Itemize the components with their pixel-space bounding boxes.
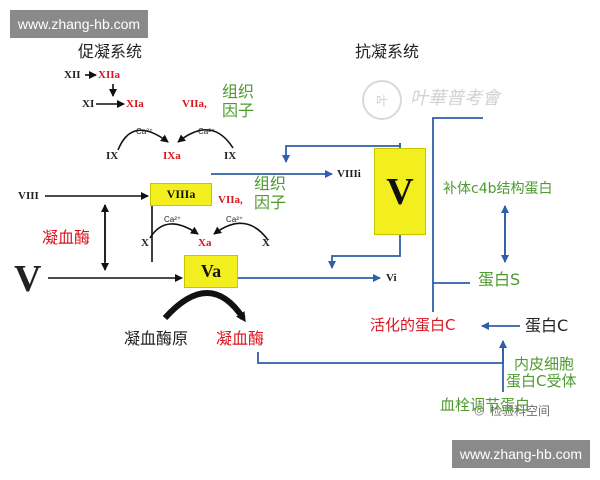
factor-ixa: IXa	[163, 150, 181, 162]
factor-x-left: X	[141, 237, 149, 249]
factor-x-right: X	[262, 237, 270, 249]
tissue-factor-mid-line2: 因子	[254, 193, 287, 212]
epcr-line1: 内皮细胞	[514, 355, 575, 373]
tissue-factor-top-line2: 因子	[222, 101, 255, 120]
factor-viiia: VIIIa	[166, 187, 196, 201]
watermark-bottom-text: www.zhang-hb.com	[459, 446, 583, 462]
factor-ix-right: IX	[224, 150, 237, 162]
factor-xi: XI	[82, 98, 95, 110]
wechat-label: 检验科空间	[490, 404, 551, 418]
factor-viii: VIII	[18, 190, 39, 202]
link-thrombin-tm	[257, 340, 507, 364]
factor-xii: XII	[64, 69, 81, 81]
calcium-right-top: Ca²⁺	[198, 127, 216, 136]
anticoag-title: 抗凝系统	[355, 42, 420, 61]
arc-ix-ixa-right	[177, 129, 234, 149]
arc-x-xa-right	[213, 222, 269, 241]
wechat-icon: ◎	[474, 403, 485, 417]
procoag-arrows	[45, 71, 269, 282]
factor-va: Va	[200, 261, 222, 281]
procoag-title: 促凝系统	[78, 42, 143, 61]
prothrombin-label: 凝血酶原	[124, 329, 189, 348]
calcium-right-mid: Ca²⁺	[226, 215, 244, 224]
factor-v-big: V	[14, 258, 42, 300]
anticoag-arrows	[211, 117, 520, 392]
factor-xia: XIa	[126, 98, 144, 110]
link-v-to-vi	[328, 234, 401, 269]
c4b-binding-protein: 补体c4b结构蛋白	[443, 181, 553, 197]
seal-logo: 叶	[362, 80, 402, 120]
factor-viia-top: VIIa,	[182, 98, 207, 110]
arrow-prothrombin-thrombin	[162, 290, 246, 323]
tissue-factor-mid-line1: 组织	[254, 174, 287, 193]
factor-v-inactive: V	[386, 170, 414, 213]
calcium-left-mid: Ca²⁺	[164, 215, 182, 224]
factor-viiia-box: VIIIa	[150, 183, 212, 206]
logo-text: 叶華普考會	[410, 88, 500, 109]
watermark-top-text: www.zhang-hb.com	[17, 16, 141, 32]
watermark-bottom: www.zhang-hb.com	[452, 440, 590, 468]
watermark-top: www.zhang-hb.com	[10, 10, 148, 38]
factor-viiii: VIIIi	[337, 168, 361, 180]
seal-text: 叶	[375, 93, 388, 108]
tissue-factor-top-line1: 组织	[222, 82, 255, 101]
protein-s: 蛋白S	[478, 270, 521, 289]
factor-va-box: Va	[184, 255, 238, 288]
factor-xa: Xa	[198, 237, 212, 249]
factor-viia-mid: VIIa,	[218, 194, 243, 206]
factor-ix-left: IX	[106, 150, 119, 162]
arc-ix-ixa-left	[117, 129, 169, 151]
factor-v-box: V	[374, 148, 426, 235]
calcium-left-top: Ca²⁺	[136, 127, 154, 136]
arc-x-xa-left	[149, 223, 199, 239]
activated-protein-c: 活化的蛋白C	[370, 316, 456, 334]
factor-xiia: XIIa	[98, 69, 121, 81]
bracket-c4bbp	[432, 117, 483, 312]
protein-c: 蛋白C	[525, 316, 569, 335]
thrombin-label: 凝血酶	[216, 329, 265, 348]
thrombin-side-label: 凝血酶	[42, 228, 91, 247]
thrombomodulin: 血栓调节蛋白	[440, 396, 531, 414]
epcr-line2: 蛋白C受体	[506, 372, 577, 390]
factor-vi: Vi	[386, 272, 397, 284]
